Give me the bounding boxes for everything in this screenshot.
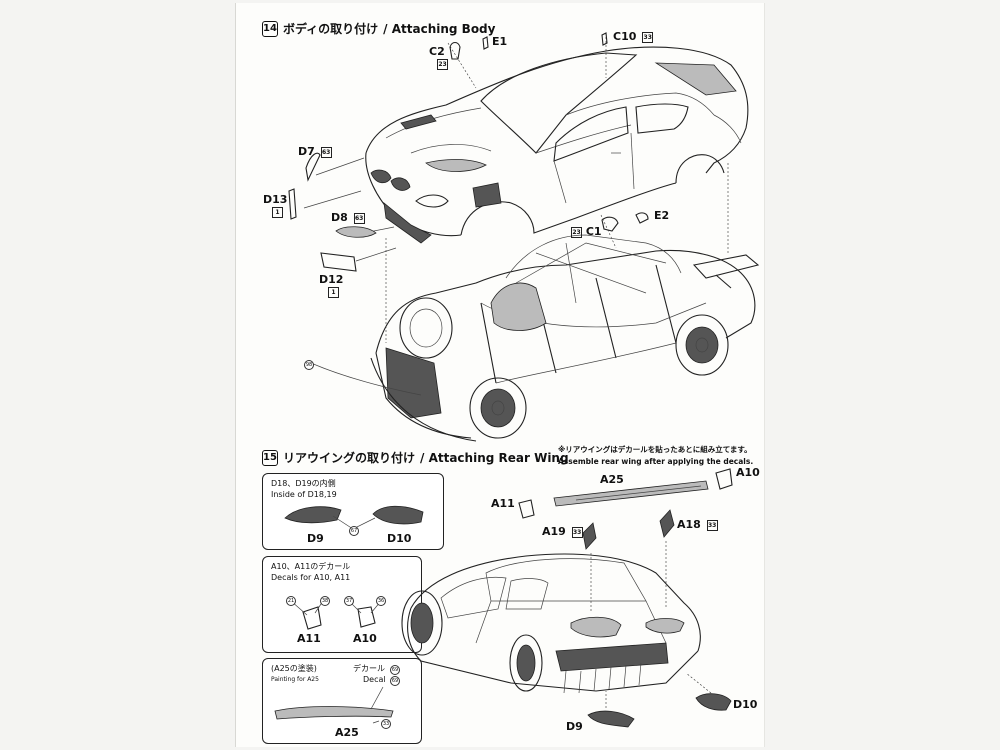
part-number-c2: 23: [437, 59, 448, 70]
step15-heading: 15 リアウイングの取り付け / Attaching Rear Wing: [262, 449, 569, 466]
step14-number: 14: [262, 20, 278, 37]
box2-title-jp: A10、A11のデカール: [271, 562, 351, 571]
box2-callout-37: 37: [344, 596, 354, 606]
inset-box-painting-a25: (A25の塗装) Painting for A25 デカール 69 Decal …: [262, 658, 422, 744]
part-label-e2: E2: [654, 209, 670, 222]
part-label-a19: A19 33: [542, 525, 583, 538]
step15-number: 15: [262, 449, 278, 466]
box2-callout-36: 36: [376, 596, 386, 606]
part-label-d9: D9: [566, 720, 583, 733]
part-label-d10: D10: [733, 698, 758, 711]
box3-decal-en: Decal: [363, 675, 386, 684]
step14-title-jp: ボディの取り付け: [283, 22, 379, 36]
box1-label-d9: D9: [307, 532, 324, 545]
part-label-d7: D7 63: [298, 145, 332, 158]
box2-label-a11: A11: [297, 632, 321, 645]
part-number-d8: 63: [353, 212, 365, 224]
part-number-c10: 33: [642, 31, 654, 43]
part-label-c10: C10 33: [613, 30, 654, 43]
box1-callout-67: 67: [349, 526, 359, 536]
part-label-d13: D13: [263, 193, 288, 206]
box3-decal-num1: 69: [390, 665, 400, 675]
step14-title-en: / Attaching Body: [383, 21, 496, 36]
part-label-d12: D12: [319, 273, 344, 286]
box3-label-a25: A25: [335, 726, 359, 739]
box3-paint-diagram: [274, 686, 394, 724]
box3-decal-jp: デカール: [353, 664, 385, 673]
box2-title-en: Decals for A10, A11: [271, 573, 351, 582]
part-number-a19: 33: [571, 526, 583, 538]
box3-decal-num2: 69: [390, 676, 400, 686]
box3-title-jp: (A25の塗装): [271, 664, 317, 673]
box1-label-d10: D10: [387, 532, 412, 545]
box2-callout-21: 21: [286, 596, 296, 606]
part-number-d7: 63: [320, 146, 332, 158]
box2-label-a10: A10: [353, 632, 377, 645]
instruction-page: 14 ボディの取り付け / Attaching Body: [235, 3, 765, 747]
part-label-a11: A11: [491, 497, 515, 510]
step15-rear-wing-diagram: [401, 468, 733, 728]
part-number-c1: 23: [571, 226, 582, 238]
part-label-c2: C2: [429, 45, 445, 58]
part-label-c1: 23 C1: [571, 225, 602, 238]
box3-part-num: 33: [381, 719, 391, 729]
callout-98: 98: [304, 360, 314, 370]
step15-title-jp: リアウイングの取り付け: [283, 451, 416, 465]
step15-title-en: / Attaching Rear Wing: [420, 450, 569, 465]
step14-heading: 14 ボディの取り付け / Attaching Body: [262, 20, 495, 37]
box1-title-en: Inside of D18,19: [271, 490, 337, 499]
step15-note-en: Assemble rear wing after applying the de…: [558, 457, 754, 466]
inset-box-inside-d18-d19: D18、D19の内側 Inside of D18,19 D9 D10 67: [262, 473, 444, 550]
part-label-e1: E1: [492, 35, 508, 48]
step14-assembly-diagram: [288, 32, 760, 442]
inset-box-decals-a10-a11: A10、A11のデカール Decals for A10, A11 21 38 3…: [262, 556, 422, 653]
part-number-d13: 1: [272, 207, 283, 218]
box2-callout-38: 38: [320, 596, 330, 606]
box1-title-jp: D18、D19の内側: [271, 479, 336, 488]
part-number-d12: 1: [328, 287, 339, 298]
part-label-a18: A18 33: [677, 518, 718, 531]
part-label-a25: A25: [600, 473, 624, 486]
box3-title-en: Painting for A25: [271, 676, 319, 683]
part-number-a18: 33: [706, 519, 718, 531]
box2-decal-diagram: [290, 600, 382, 630]
part-label-a10: A10: [736, 466, 760, 479]
step15-note-jp: ※リアウイングはデカールを貼ったあとに組み立てます。: [558, 445, 752, 454]
part-label-d8: D8 63: [331, 211, 365, 224]
